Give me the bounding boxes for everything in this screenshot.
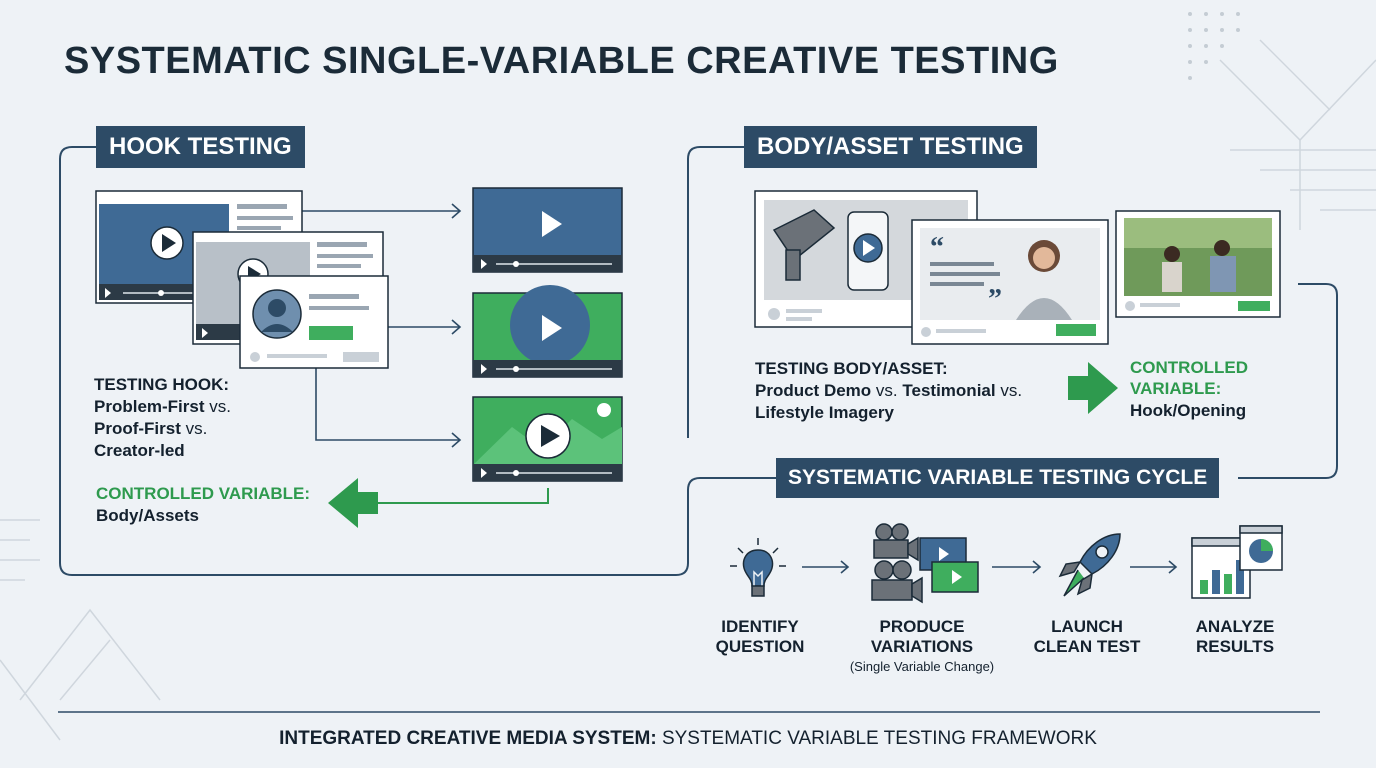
cycle-connector-line bbox=[1238, 283, 1338, 479]
body-controlled-variable-value: Hook/Opening bbox=[1130, 401, 1247, 420]
decorative-dot-grid bbox=[1188, 12, 1240, 80]
video-player-problem-first bbox=[472, 187, 623, 273]
hook-option-problem-first: Problem-First vs. bbox=[94, 397, 231, 416]
body-testing-label: TESTING BODY/ASSET: bbox=[755, 359, 948, 378]
body-controlled-variable-label-2: VARIABLE: bbox=[1130, 379, 1222, 398]
lifestyle-imagery-card bbox=[1115, 210, 1281, 318]
ad-card-creator bbox=[239, 275, 389, 369]
hook-arrows bbox=[290, 203, 462, 448]
body-options-line-1: Product Demo vs. Testimonial vs. bbox=[755, 381, 1023, 400]
analytics-chart-icon bbox=[1191, 525, 1283, 599]
svg-text:”: ” bbox=[988, 284, 1002, 315]
hook-controlled-arrow bbox=[328, 478, 378, 528]
step-launch-clean-test: LAUNCH CLEAN TEST bbox=[1033, 617, 1141, 656]
cycle-step-arrows bbox=[802, 560, 1178, 574]
hook-video-variants bbox=[472, 187, 623, 482]
step-analyze-results: ANALYZE RESULTS bbox=[1195, 617, 1275, 656]
hook-option-proof-first: Proof-First vs. bbox=[94, 419, 208, 438]
hook-option-creator-led: Creator-led bbox=[94, 441, 185, 460]
decorative-geometric-lines bbox=[0, 39, 1376, 741]
body-asset-testing-banner: BODY/ASSET TESTING bbox=[744, 126, 1037, 168]
step-produce-variations-note: (Single Variable Change) bbox=[849, 659, 995, 674]
hook-ad-card-stack bbox=[95, 190, 389, 369]
body-frame-line bbox=[687, 146, 744, 438]
hook-controlled-variable-value: Body/Assets bbox=[96, 506, 199, 525]
footer-caption: INTEGRATED CREATIVE MEDIA SYSTEM: SYSTEM… bbox=[279, 728, 1097, 749]
body-controlled-arrow bbox=[1068, 362, 1118, 414]
step-identify-question: IDENTIFY QUESTION bbox=[715, 617, 805, 656]
svg-text:“: “ bbox=[930, 232, 944, 263]
step-produce-variations: PRODUCE VARIATIONS bbox=[870, 617, 974, 656]
testimonial-card: “ ” bbox=[911, 219, 1109, 345]
body-options-line-2: Lifestyle Imagery bbox=[755, 403, 894, 422]
body-controlled-variable-label-1: CONTROLLED bbox=[1130, 358, 1249, 377]
lightbulb-icon bbox=[730, 538, 786, 597]
hook-testing-label: TESTING HOOK: bbox=[94, 375, 230, 394]
page-title: SYSTEMATIC SINGLE-VARIABLE CREATIVE TEST… bbox=[64, 40, 1059, 82]
rocket-icon bbox=[1058, 533, 1121, 597]
video-player-creator-led bbox=[472, 396, 623, 482]
body-asset-cards: “ ” bbox=[754, 190, 1281, 345]
hook-testing-banner: HOOK TESTING bbox=[96, 126, 305, 168]
hook-controlled-variable-label: CONTROLLED VARIABLE: bbox=[96, 484, 311, 503]
testing-cycle-banner: SYSTEMATIC VARIABLE TESTING CYCLE bbox=[776, 458, 1220, 498]
video-camera-icon bbox=[871, 523, 979, 604]
video-player-proof-first bbox=[472, 285, 623, 378]
hook-frame-line bbox=[59, 146, 776, 576]
hook-controlled-line bbox=[376, 488, 549, 504]
